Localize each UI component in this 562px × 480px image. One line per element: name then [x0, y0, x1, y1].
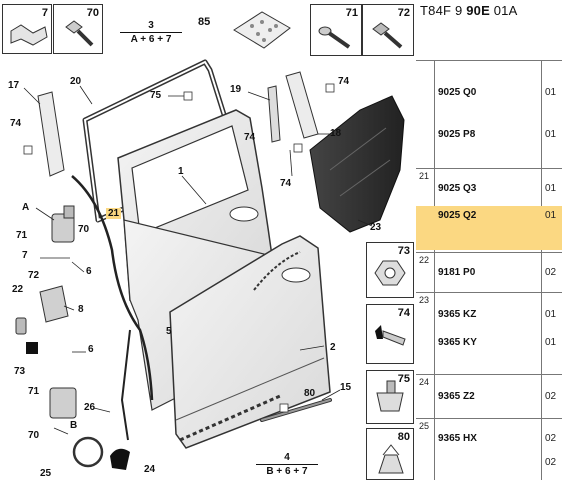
part-number[interactable]: 9181 P0 [438, 267, 476, 278]
column-divider-right [541, 60, 542, 480]
exploded-parts-diagram: 7 70 85 71 72 73 [2, 4, 414, 480]
callout-6-a[interactable]: 6 [86, 266, 92, 277]
callout-74-a[interactable]: 74 [10, 118, 22, 129]
callout-A[interactable]: A [22, 202, 30, 213]
part-number-selected[interactable]: 9025 Q2 [438, 210, 477, 221]
part-group-25: 25 9365 HX 02 02 [416, 418, 562, 480]
part-quantity: 01 [545, 337, 557, 348]
part-group-23: 23 9365 KZ 01 9365 KY 01 [416, 292, 562, 374]
callout-15[interactable]: 15 [340, 382, 352, 393]
part-number[interactable]: 9025 P8 [438, 129, 476, 140]
part-number[interactable]: 9025 Q0 [438, 87, 477, 98]
clip-tray-icon [233, 11, 291, 49]
callout-17[interactable]: 17 [8, 80, 20, 91]
part-quantity: 01 [545, 129, 557, 140]
callout-75[interactable]: 75 [150, 90, 162, 101]
callout-26[interactable]: 26 [84, 402, 96, 413]
callout-B[interactable]: B [70, 420, 78, 431]
detail-box-73: 73 [366, 242, 414, 298]
part-quantity: 02 [545, 267, 557, 278]
part-row-selected[interactable]: 9025 Q2 01 [416, 206, 562, 250]
part-number[interactable]: 9025 Q3 [438, 183, 477, 194]
screw-icon [65, 20, 94, 47]
callout-71-b[interactable]: 71 [28, 386, 40, 397]
callout-8[interactable]: 8 [78, 304, 84, 315]
part-quantity: 01 [545, 183, 557, 194]
column-divider-left [434, 60, 435, 480]
detail-box-74: 74 [366, 304, 414, 364]
clip-fastener-icon [378, 444, 404, 474]
part-quantity: 01 [545, 87, 557, 98]
detail-box-80: 80 [366, 428, 414, 480]
bolt-icon [318, 26, 351, 49]
assembly-formula-3: 3 A + 6 + 7 [120, 20, 182, 45]
callout-22[interactable]: 22 [12, 284, 24, 295]
part-quantity: 02 [545, 457, 557, 468]
detail-box-72: 72 [362, 4, 414, 56]
callout-23[interactable]: 23 [370, 222, 382, 233]
parts-list-panel: T84F 9 90E 01A 9025 Q0 01 9025 P8 01 21 … [416, 0, 562, 480]
assembly-formula-4: 4 B + 6 + 7 [256, 452, 318, 477]
callout-70-b[interactable]: 70 [28, 430, 40, 441]
part-quantity: 02 [545, 433, 557, 444]
part-number[interactable]: 9365 KZ [438, 309, 477, 320]
callout-1[interactable]: 1 [178, 166, 184, 177]
callout-73[interactable]: 73 [14, 366, 26, 377]
callout-18[interactable]: 18 [330, 128, 342, 139]
part-group-21: 21 9025 Q3 01 [416, 168, 562, 206]
part-group: 9025 Q0 01 9025 P8 01 [416, 60, 562, 168]
callout-7[interactable]: 7 [22, 250, 28, 261]
callout-72[interactable]: 72 [28, 270, 40, 281]
callout-20[interactable]: 20 [70, 76, 82, 87]
callout-74-d[interactable]: 74 [280, 178, 292, 189]
callout-70-a[interactable]: 70 [78, 224, 90, 235]
part-group-22: 22 9181 P0 02 [416, 252, 562, 292]
rivet-icon [375, 325, 406, 346]
part-quantity: 01 [545, 210, 557, 221]
callout-80[interactable]: 80 [304, 388, 316, 399]
callout-19[interactable]: 19 [230, 84, 242, 95]
detail-box-71: 71 [310, 4, 362, 56]
detail-box-70: 70 [53, 4, 103, 54]
part-quantity: 02 [545, 391, 557, 402]
part-number[interactable]: 9365 KY [438, 337, 477, 348]
door-drawing [15, 59, 405, 470]
callout-2[interactable]: 2 [330, 342, 336, 353]
diagram-reference: T84F 9 90E 01A [420, 3, 518, 18]
callout-71-a[interactable]: 71 [16, 230, 28, 241]
callout-5[interactable]: 5 [166, 326, 172, 337]
detail-box-7: 7 [2, 4, 52, 54]
part-number[interactable]: 9365 HX [438, 433, 477, 444]
plug-icon [376, 380, 404, 412]
clip-icon [10, 24, 48, 46]
callout-21-highlighted[interactable]: 21 [106, 208, 122, 219]
part-group-24: 24 9365 Z2 02 [416, 374, 562, 418]
flanged-bolt-icon [372, 22, 403, 49]
detail-box-75: 75 [366, 370, 414, 424]
nut-icon [374, 260, 406, 286]
detail-box-85: 85 [198, 4, 296, 56]
part-number[interactable]: 9365 Z2 [438, 391, 475, 402]
callout-74-c[interactable]: 74 [244, 132, 256, 143]
part-quantity: 01 [545, 309, 557, 320]
callout-6-b[interactable]: 6 [88, 344, 94, 355]
callout-24[interactable]: 24 [144, 464, 156, 475]
callout-25[interactable]: 25 [40, 468, 52, 479]
callout-74-b[interactable]: 74 [338, 76, 350, 87]
